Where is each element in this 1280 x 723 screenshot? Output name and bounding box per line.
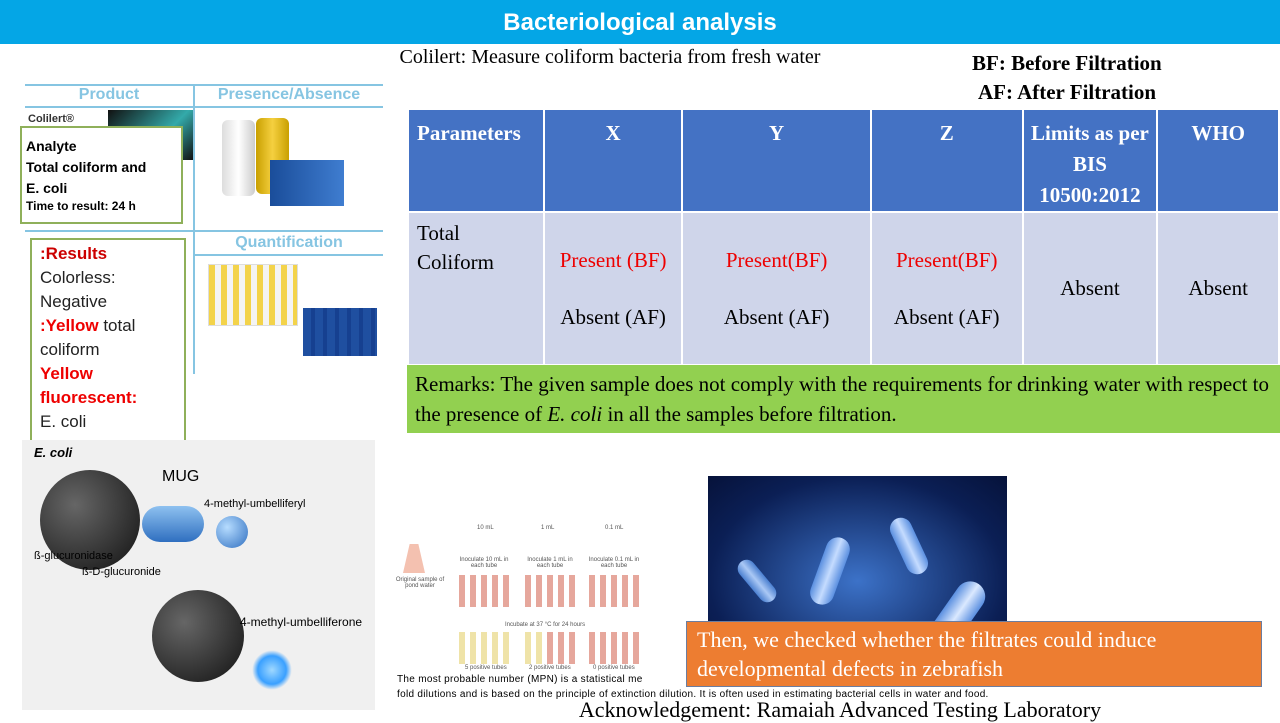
subtitle: Colilert: Measure coliform bacteria from… [399,46,821,68]
x-af: Absent (AF) [560,304,666,329]
mpn-caption-1: The most probable number (MPN) is a stat… [397,674,643,685]
mpn-p2: 2 positive tubes [529,665,571,671]
header-parameters: Parameters [407,108,545,213]
z-bf: Present(BF) [895,247,998,272]
remarks-suffix: in all the samples before filtration. [602,402,897,426]
tubes-result-1 [459,632,509,664]
mpn-caption-2: fold dilutions and is based on the princ… [397,689,989,700]
z-af: Absent (AF) [893,304,1000,329]
results-title: :Results [40,244,108,263]
mpn-p3: 0 positive tubes [593,665,635,671]
label-glucuronide: ß-D-glucuronide [82,566,161,578]
mpn-v1: 10 mL [477,525,494,531]
remarks-text: Remarks: The given sample does not compl… [415,372,1269,426]
acknowledgement: Acknowledgement: Ramaiah Advanced Testin… [578,697,1102,722]
cell-z: Present(BF) Absent (AF) [869,211,1024,366]
slide-title: Bacteriological analysis [0,0,1280,44]
negative-label: Negative [40,292,108,311]
tubes-set-1 [459,575,509,607]
coliform-label: coliform [40,340,100,359]
flask-icon [403,525,425,573]
yellow-fluor-2: fluorescent: [40,388,138,407]
quanti-tray [208,264,298,326]
mug-title: E. coli [34,445,73,460]
cell-bis: Absent [1021,211,1159,366]
analyte-title: Analyte [26,138,77,154]
yellow-fluor-1: Yellow [40,364,93,383]
table-row: Total Coliform Present (BF) Absent (AF) P… [407,211,1280,366]
header-y: Y [681,108,872,213]
remarks-organism: E. coli [547,402,603,426]
fluorescent-image [270,160,344,206]
header-z: Z [869,108,1024,213]
yellow-label: :Yellow [40,316,99,335]
legend-af: AF: After Filtration [978,80,1157,104]
col-product: Product [78,86,140,103]
header-x: X [542,108,684,213]
col-presence: Presence/Absence [217,86,361,103]
tubes-set-2 [525,575,575,607]
analyte-line: Total coliform and [26,159,147,175]
ecoli-label: E. coli [40,412,87,431]
tubes-result-3 [589,632,639,664]
cell-who: Absent [1156,211,1280,366]
cell-y: Present(BF) Absent (AF) [681,211,872,366]
mpn-i2: Inoculate 1 mL in each tube [527,557,573,569]
clear-bottle [222,120,255,196]
umbelliferone-glow [252,650,292,690]
umbelliferyl-sphere [216,516,248,548]
label-umbelliferyl: 4-methyl-umbelliferyl [204,498,306,510]
mpn-v3: 0.1 mL [605,525,624,531]
mpn-original: Original sample of pond water [395,577,445,589]
mpn-caption: The most probable number (MPN) is a stat… [397,672,1097,702]
mpn-i1: Inoculate 10 mL in each tube [459,557,509,569]
cell-x: Present (BF) Absent (AF) [542,211,684,366]
x-bf: Present (BF) [559,247,667,272]
label-glucuronidase: ß-glucuronidase [34,550,113,562]
results-table: Parameters X Y Z Limits as per BIS 10500… [407,108,1280,366]
label-umbelliferone: 4-methyl-umbelliferone [240,615,363,629]
legend-bf: BF: Before Filtration [972,51,1162,75]
cell-parameter: Total Coliform [407,211,545,366]
callout-box: Then, we checked whether the filtrates c… [686,621,1262,687]
y-af: Absent (AF) [723,304,830,329]
mpn-i3: Inoculate 0.1 mL in each tube [588,557,640,569]
remarks-box: Remarks: The given sample does not compl… [407,365,1280,433]
mpn-figure: Original sample of pond water 10 mL 1 mL… [395,505,690,671]
colilert-figure: Product Presence/Absence Quantification … [20,80,385,504]
mug-diagram: E. coli MUG 4-methyl-umbelliferyl ß-gluc… [22,440,375,710]
analyte-organism: E. coli [26,180,68,196]
quanti-tray-uv [303,308,377,356]
brand-label: Colilert® [28,113,74,125]
enzyme-sphere-2 [152,590,244,682]
mpn-p1: 5 positive tubes [465,665,507,671]
mug-label: MUG [162,468,200,485]
analyte-box: Analyte Total coliform and E. coli Time … [20,126,183,224]
glucuronide-capsule [142,506,204,542]
colorless-label: Colorless: [40,268,116,287]
header-who: WHO [1156,108,1280,213]
enzyme-sphere [40,470,140,570]
mpn-v2: 1 mL [541,525,555,531]
header-bis: Limits as per BIS 10500:2012 [1021,108,1159,213]
tubes-result-2b [547,632,575,664]
col-quantification: Quantification [235,234,343,251]
mpn-incubate: Incubate at 37 °C for 24 hours [505,622,586,628]
tubes-set-3 [589,575,639,607]
yellow-rest: total [103,316,136,335]
y-bf: Present(BF) [725,247,828,272]
time-to-result: Time to result: 24 h [26,199,136,213]
